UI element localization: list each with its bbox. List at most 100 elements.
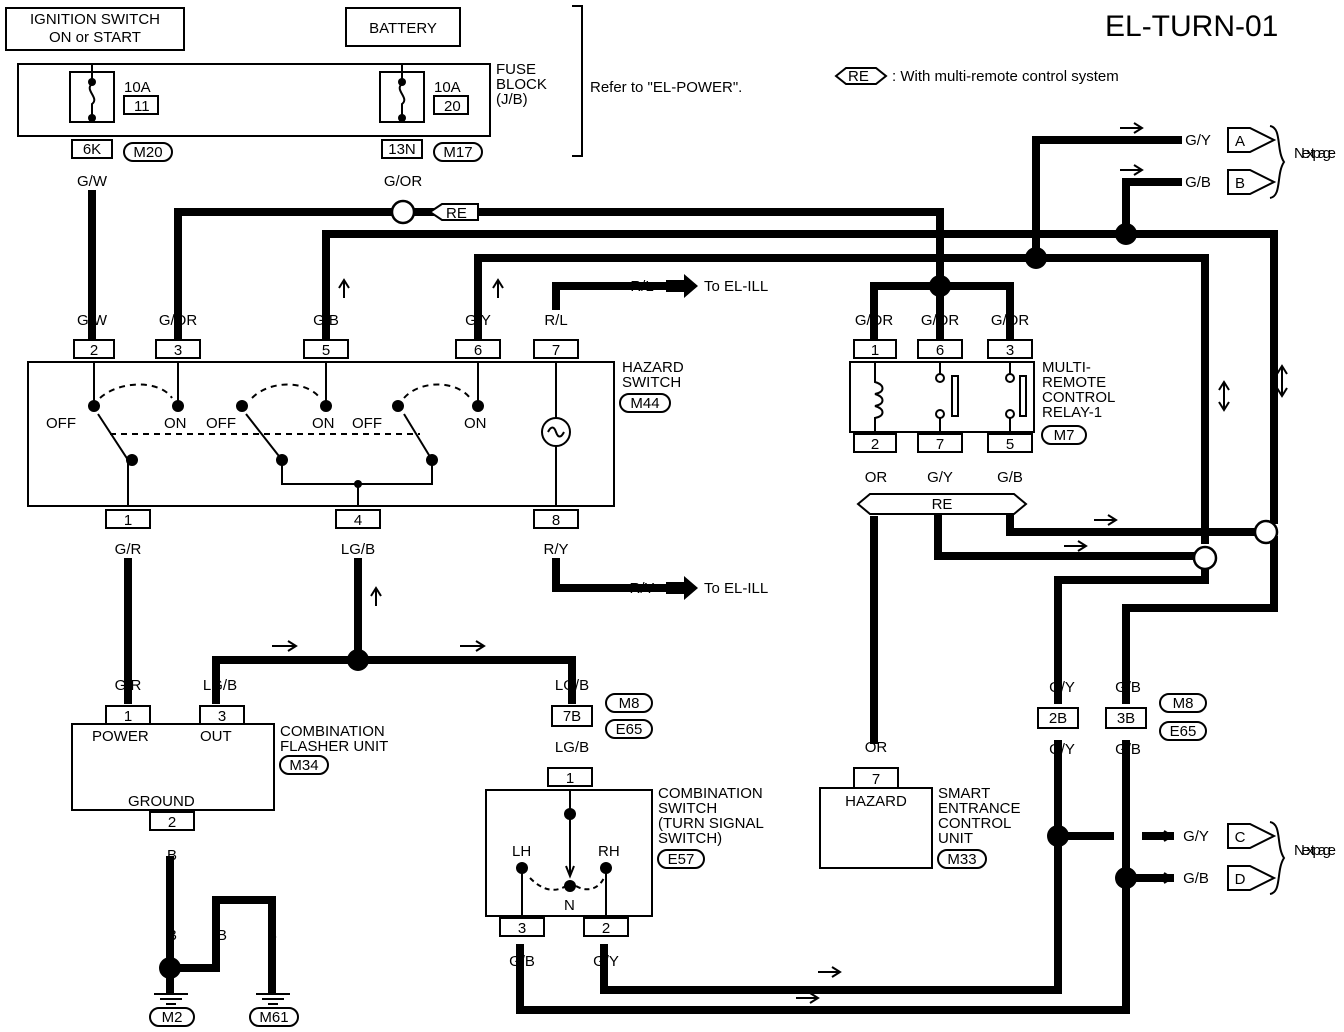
combo-n: N [564, 897, 575, 914]
relay-line3: CONTROL [1042, 389, 1115, 406]
svg-text:8: 8 [552, 512, 560, 529]
combo-rh: RH [598, 843, 620, 860]
smart-unit-line1: SMART [938, 785, 990, 802]
svg-text:7: 7 [552, 342, 560, 359]
svg-text:G/OR: G/OR [921, 312, 960, 329]
svg-text:G/OR: G/OR [991, 312, 1030, 329]
svg-text:R/L: R/L [630, 278, 653, 295]
svg-text:5: 5 [322, 342, 330, 359]
svg-text:3B: 3B [1117, 710, 1135, 727]
smart-unit-line2: ENTRANCE [938, 800, 1021, 817]
svg-text:G/R: G/R [115, 541, 142, 558]
svg-text:7: 7 [936, 436, 944, 453]
relay-pins: 1 6 3 2 7 5 [853, 339, 1033, 453]
legend-badge: RE [848, 68, 869, 85]
svg-text:G/Y: G/Y [927, 469, 953, 486]
refer-bracket [572, 5, 583, 157]
ignition-line1: IGNITION SWITCH [30, 11, 160, 28]
svg-text:G/OR: G/OR [159, 312, 198, 329]
relay-line4: RELAY-1 [1042, 404, 1102, 421]
svg-text:G/W: G/W [77, 312, 108, 329]
svg-text:1: 1 [871, 342, 879, 359]
svg-text:G/B: G/B [1185, 174, 1211, 191]
svg-text:M20: M20 [133, 144, 162, 161]
smart-unit-conn: M33 [947, 851, 976, 868]
wire-labels: G/W G/OR G/W G/OR G/B G/Y R/L R/L G/OR G… [77, 132, 1211, 970]
to-el-ill-arrow-1 [666, 274, 698, 298]
svg-text:B: B [167, 847, 177, 864]
svg-text:2: 2 [90, 342, 98, 359]
svg-text:1: 1 [124, 708, 132, 725]
svg-text:M2: M2 [162, 1009, 183, 1026]
re-badge-shape [428, 203, 479, 221]
hazard-off-1: OFF [46, 415, 76, 432]
svg-text:7B: 7B [563, 708, 581, 725]
connector-6k: 6K M20 [71, 139, 173, 162]
svg-text:B: B [267, 927, 277, 944]
svg-text:3: 3 [174, 342, 182, 359]
offpage-b: B [1227, 169, 1277, 195]
svg-text:2B: 2B [1049, 710, 1067, 727]
flasher-ground: GROUND [128, 793, 195, 810]
smart-unit-line4: UNIT [938, 830, 973, 847]
svg-text:G/Y: G/Y [1049, 679, 1075, 696]
svg-text:B: B [167, 927, 177, 944]
legend-badge-shape [834, 67, 888, 85]
svg-text:2: 2 [602, 920, 610, 937]
combo-conn-shape [657, 849, 705, 869]
connector-7b: 7B M8 E65 [551, 693, 653, 739]
smart-unit-hazard: HAZARD [845, 793, 907, 810]
relay-conn: M7 [1054, 427, 1075, 444]
battery-box [345, 7, 461, 47]
ignition-line2: ON or START [49, 29, 141, 46]
svg-text:G/B: G/B [997, 469, 1023, 486]
flasher-line2: FLASHER UNIT [280, 738, 388, 755]
flasher-out: OUT [200, 728, 232, 745]
svg-text:M61: M61 [259, 1009, 288, 1026]
flasher-conn-shape [279, 755, 329, 775]
smart-unit-body [819, 787, 933, 869]
refer-note: Refer to "EL-POWER". [590, 79, 742, 96]
svg-text:6: 6 [936, 342, 944, 359]
ignition-switch-box [5, 7, 185, 51]
wires [88, 136, 1278, 1014]
svg-text:LG/B: LG/B [341, 541, 375, 558]
diagram-title: EL-TURN-01 [1105, 10, 1278, 43]
svg-text:1: 1 [566, 770, 574, 787]
smart-unit-line3: CONTROL [938, 815, 1011, 832]
to-el-ill-arrow-2 [666, 576, 698, 600]
combo-conn: E57 [668, 851, 695, 868]
next-page-brace-1 [1269, 125, 1286, 199]
re-badge: RE [446, 205, 467, 222]
next-page-brace-2 [1269, 821, 1286, 895]
fuse-block-line3: (J/B) [496, 91, 528, 108]
smart-unit-pin: 7 [872, 771, 880, 788]
hazard-switch-conn-shape [619, 393, 671, 413]
svg-text:D: D [1235, 871, 1246, 888]
relay-line2: REMOTE [1042, 374, 1106, 391]
fuse-block-line1: FUSE [496, 61, 536, 78]
offpage-d: D [1227, 865, 1277, 891]
relay-line1: MULTI- [1042, 359, 1091, 376]
svg-text:10A: 10A [434, 79, 461, 96]
flasher-pins: 1 3 2 [105, 705, 245, 831]
svg-text:20: 20 [444, 98, 461, 115]
connector-2b-3b: 2B 3B M8 E65 [1037, 693, 1207, 741]
combo-line4: SWITCH) [658, 830, 722, 847]
offpage-c: C [1227, 823, 1277, 849]
hazard-switch-top-pins: 2 3 5 6 7 [73, 339, 579, 359]
svg-text:6: 6 [474, 342, 482, 359]
flasher-power: POWER [92, 728, 149, 745]
smart-unit-conn-shape [937, 849, 987, 869]
svg-text:3: 3 [1006, 342, 1014, 359]
legend: RE : With multi-remote control system [834, 67, 1119, 85]
combo-lh: LH [512, 843, 531, 860]
fuse-20: 10A 20 [379, 64, 469, 123]
hazard-switch-line2: SWITCH [622, 374, 681, 391]
svg-text:M8: M8 [1173, 695, 1194, 712]
svg-text:G/B: G/B [1115, 679, 1141, 696]
svg-text:B: B [217, 927, 227, 944]
splice-points [159, 199, 1279, 979]
relay-re-bar [856, 493, 1028, 515]
combo-line1: COMBINATION [658, 785, 763, 802]
